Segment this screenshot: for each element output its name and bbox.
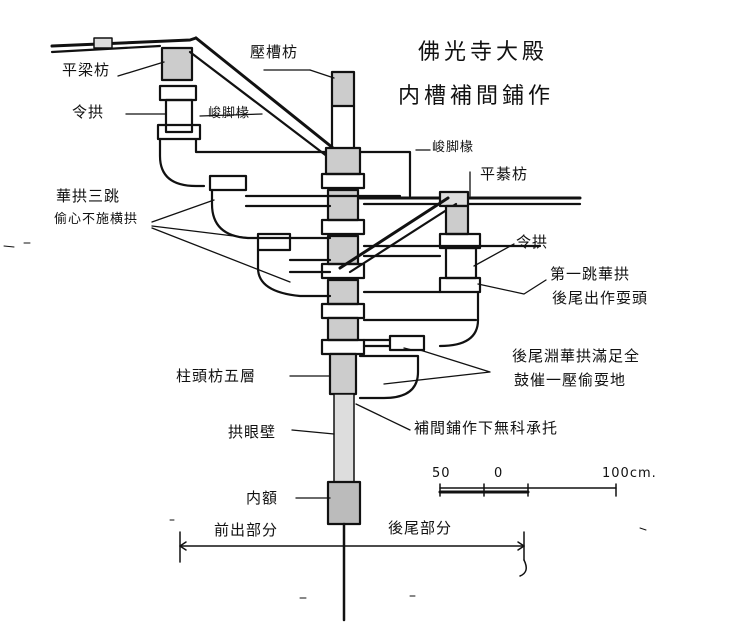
title-line2: 内槽補間鋪作 <box>398 84 555 109</box>
label-houwei-1: 後尾淵華拱滿足全 <box>512 347 641 365</box>
label-huagong-sanji-1: 華拱三跳 <box>56 187 121 205</box>
label-zhutou: 柱頭枋五層 <box>176 367 257 385</box>
upper-left-column <box>156 46 412 198</box>
label-linggong-right: 令拱 <box>516 233 549 251</box>
label-front: 前出部分 <box>214 521 279 539</box>
dimension-line <box>179 531 527 577</box>
scale-tick-50: 50 <box>432 466 451 481</box>
leader-lines <box>117 61 547 499</box>
label-linggong-left: 令拱 <box>72 103 105 121</box>
label-neie: 内額 <box>246 489 279 507</box>
diagonal-rafter <box>188 36 340 162</box>
label-diyi-1: 第一跳華拱 <box>550 265 631 283</box>
label-pingliufang-right: 平綦枋 <box>480 165 529 183</box>
right-beam <box>358 190 582 208</box>
label-huagong-sanji-2: 偷心不施横拱 <box>54 212 139 227</box>
central-column <box>320 70 366 622</box>
label-tuotuofang: 壓槽枋 <box>250 43 299 61</box>
top-left-beam <box>50 36 198 54</box>
left-bracket-arms <box>208 174 402 298</box>
label-gongyanbi: 拱眼壁 <box>228 423 277 441</box>
label-buijian: 補間鋪作下無科承托 <box>414 419 559 437</box>
label-diyi-2: 後尾出作耍頭 <box>552 289 649 307</box>
scale-tick-100cm: 100cm. <box>602 466 657 481</box>
title-line1: 佛光寺大殿 <box>418 40 549 65</box>
scale-tick-0: 0 <box>494 466 504 481</box>
lower-diagonal <box>338 196 458 274</box>
paper-marks <box>3 242 647 599</box>
label-xiaojiaoche: 峻脚椽 <box>208 106 251 121</box>
right-bracket-arms <box>358 204 542 400</box>
scale-bar <box>438 483 617 497</box>
label-back: 後尾部分 <box>388 519 453 537</box>
label-houwei-2: 鼓催一壓偷耍地 <box>514 371 627 389</box>
label-xiaojiaoche-right: 峻脚椽 <box>432 140 475 155</box>
label-pingliufang-top: 平梁枋 <box>62 61 111 79</box>
